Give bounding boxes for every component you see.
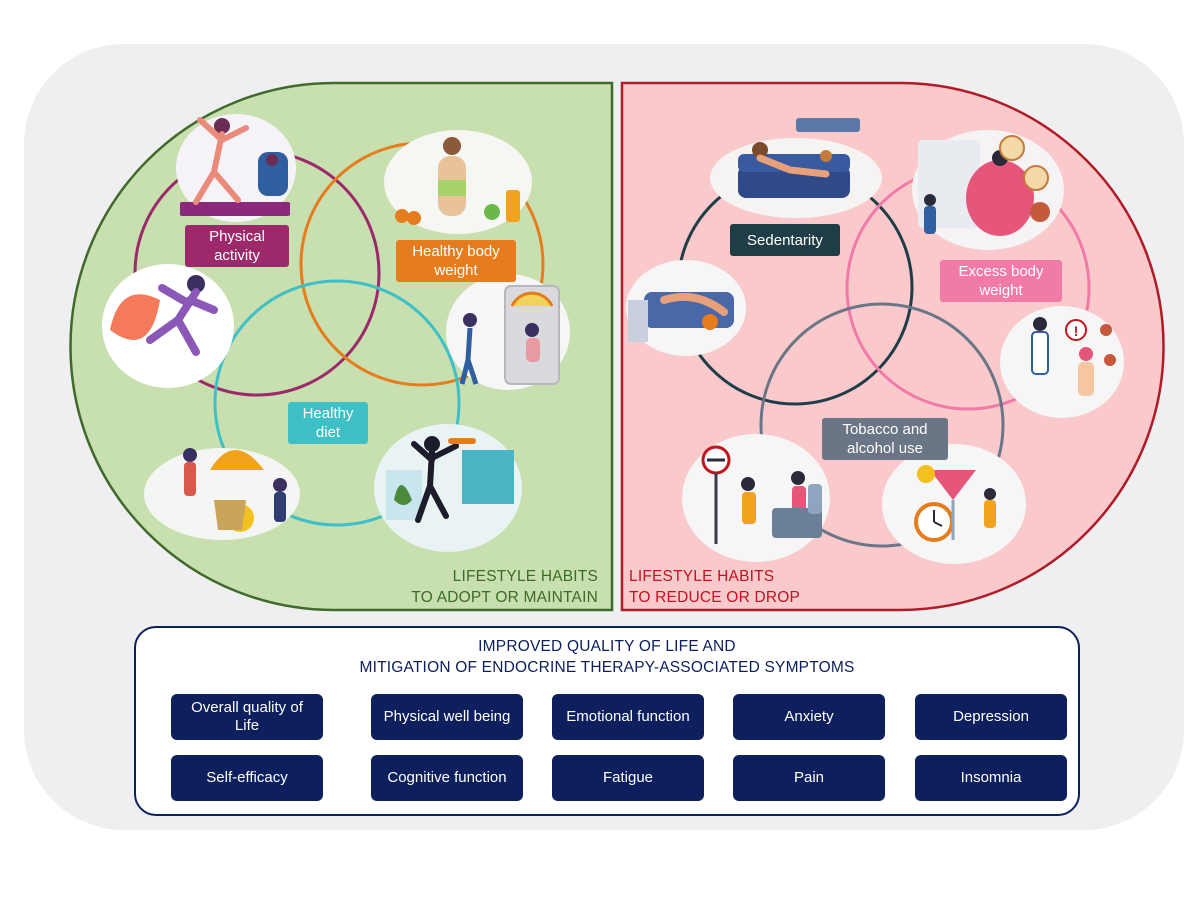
label-healthy-body-weight: Healthy body weight bbox=[396, 240, 516, 282]
label-excess-body-weight: Excess body weight bbox=[940, 260, 1062, 302]
cocktail-clock-illustration bbox=[882, 444, 1026, 564]
outcome-anxiety: Anxiety bbox=[733, 694, 885, 740]
label-sedentarity: Sedentarity bbox=[730, 224, 840, 256]
outcome-insomnia: Insomnia bbox=[915, 755, 1067, 801]
adopt-header: LIFESTYLE HABITS TO ADOPT OR MAINTAIN bbox=[360, 566, 598, 608]
healthy-body-weight-illustration bbox=[384, 130, 532, 234]
label-physical-activity: Physical activity bbox=[185, 225, 289, 267]
outcome-cognitive-function: Cognitive function bbox=[371, 755, 523, 801]
doctor-consultation-illustration: ! bbox=[1000, 306, 1124, 418]
reduce-header: LIFESTYLE HABITS TO REDUCE OR DROP bbox=[629, 566, 867, 608]
venn-circle-tobacco-alcohol bbox=[759, 302, 1005, 548]
reduce-header-line2: TO REDUCE OR DROP bbox=[629, 589, 801, 606]
label-healthy-diet: Healthy diet bbox=[288, 402, 368, 444]
svg-text:!: ! bbox=[1074, 323, 1079, 339]
outcomes-title-line1: IMPROVED QUALITY OF LIFE AND bbox=[478, 638, 736, 655]
couch-relaxing-illustration bbox=[710, 118, 882, 218]
scale-weighing-illustration bbox=[446, 274, 570, 390]
outcome-physical-well-being: Physical well being bbox=[371, 694, 523, 740]
adopt-header-line1: LIFESTYLE HABITS bbox=[452, 568, 598, 585]
kitchen-dancing-illustration bbox=[374, 424, 522, 552]
reduce-header-line1: LIFESTYLE HABITS bbox=[629, 568, 775, 585]
grocery-shopping-illustration bbox=[144, 448, 300, 540]
obesity-doctor-illustration bbox=[912, 130, 1064, 250]
running-woman-illustration bbox=[102, 264, 234, 388]
smoking-illustration bbox=[682, 434, 830, 562]
outcome-pain: Pain bbox=[733, 755, 885, 801]
adopt-header-line2: TO ADOPT OR MAINTAIN bbox=[411, 589, 598, 606]
outcome-self-efficacy: Self-efficacy bbox=[171, 755, 323, 801]
outcomes-title-line2: MITIGATION OF ENDOCRINE THERAPY-ASSOCIAT… bbox=[359, 659, 855, 676]
label-tobacco-alcohol-use: Tobacco and alcohol use bbox=[822, 418, 948, 460]
outcome-depression: Depression bbox=[915, 694, 1067, 740]
sofa-lazy-illustration bbox=[626, 260, 746, 356]
outcome-emotional-function: Emotional function bbox=[552, 694, 704, 740]
outcome-fatigue: Fatigue bbox=[552, 755, 704, 801]
physical-activity-illustration bbox=[176, 114, 296, 222]
outcomes-box: IMPROVED QUALITY OF LIFE AND MITIGATION … bbox=[134, 626, 1080, 816]
venn-circle-healthy-diet bbox=[213, 279, 461, 527]
outcome-overall-quality-of-life: Overall quality of Life bbox=[171, 694, 323, 740]
